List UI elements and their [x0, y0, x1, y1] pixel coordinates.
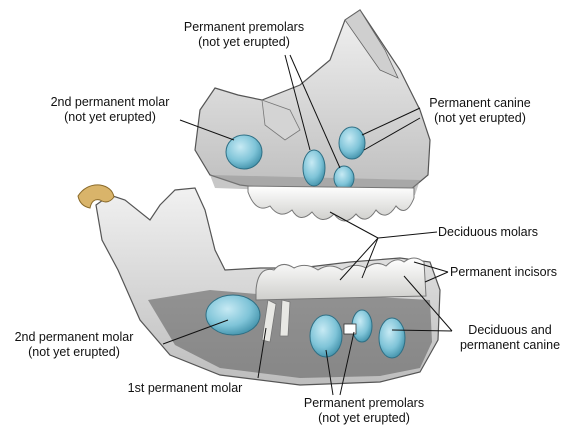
label-line: permanent canine [459, 338, 561, 352]
label-line: Permanent premolars [183, 20, 305, 34]
label-lower-second-molar: 2nd permanent molar (not yet erupted) [4, 330, 144, 360]
label-line: 2nd permanent molar [14, 330, 134, 344]
mandible [77, 184, 441, 386]
label-line: (not yet erupted) [198, 35, 290, 49]
label-line: (not yet erupted) [64, 110, 156, 124]
label-first-permanent-molar: 1st permanent molar [110, 381, 260, 396]
label-line: Deciduous and [468, 323, 552, 337]
upper-second-molar-bud [225, 134, 263, 170]
lower-canine-bud [378, 317, 406, 359]
upper-premolar-bud [333, 165, 355, 191]
label-line: 2nd permanent molar [50, 95, 170, 109]
label-line: (not yet erupted) [434, 111, 526, 125]
label-line: Deciduous molars [438, 225, 539, 239]
label-line: (not yet erupted) [28, 345, 120, 359]
maxilla [194, 9, 431, 222]
label-permanent-incisors: Permanent incisors [450, 265, 557, 280]
label-line: Permanent premolars [303, 396, 425, 410]
condyle [77, 184, 115, 209]
label-lower-premolars: Permanent premolars (not yet erupted) [296, 396, 432, 426]
upper-canine-bud [338, 126, 366, 160]
label-deciduous-and-canine: Deciduous and permanent canine [448, 323, 572, 353]
label-deciduous-molars: Deciduous molars [438, 225, 538, 240]
leader-lines [162, 54, 453, 396]
lower-premolar-bud [309, 314, 343, 358]
upper-premolar-bud [302, 149, 326, 187]
label-line: Permanent incisors [450, 265, 557, 279]
label-upper-second-molar: 2nd permanent molar (not yet erupted) [40, 95, 180, 125]
label-line: 1st permanent molar [127, 381, 243, 395]
label-line: Permanent canine [429, 96, 531, 110]
lower-second-molar-bud [205, 294, 261, 336]
label-upper-premolars: Permanent premolars (not yet erupted) [176, 20, 312, 50]
upper-deciduous-teeth [247, 185, 415, 222]
label-permanent-canine: Permanent canine (not yet erupted) [418, 96, 542, 126]
label-line: (not yet erupted) [318, 411, 410, 425]
